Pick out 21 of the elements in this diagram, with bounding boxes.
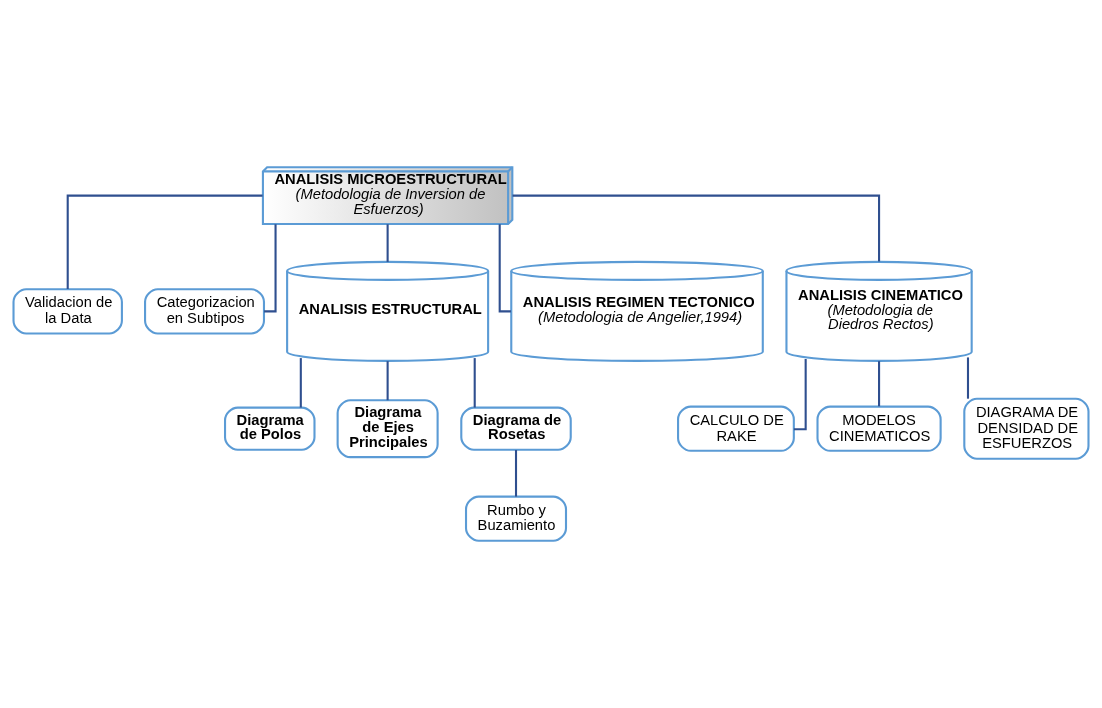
- connector: [514, 450, 518, 497]
- node-box: Diagrama de Rosetas: [460, 406, 572, 451]
- node-box: Rumbo y Buzamiento: [464, 495, 568, 542]
- connector: [386, 224, 389, 262]
- connector: [66, 194, 263, 290]
- connector: [498, 224, 511, 313]
- node-box: Categorizacion en Subtipos: [144, 288, 266, 335]
- connector: [264, 224, 277, 313]
- connector: [299, 358, 302, 408]
- connector: [473, 358, 476, 408]
- node-box: Diagrama de Ejes Principales: [336, 399, 439, 459]
- node-box: MODELOS CINEMATICOS: [816, 405, 942, 452]
- connector: [793, 359, 807, 431]
- connector: [878, 361, 881, 407]
- node-box: CALCULO DE RAKE: [677, 405, 795, 452]
- node-box: Diagrama de Polos: [224, 406, 316, 451]
- connector: [512, 194, 881, 262]
- connector: [966, 357, 970, 399]
- node-box: DIAGRAMA DE DENSIDAD DE ESFUERZOS: [963, 397, 1090, 460]
- connector: [386, 361, 389, 401]
- node-box: Validacion de la Data: [12, 288, 123, 335]
